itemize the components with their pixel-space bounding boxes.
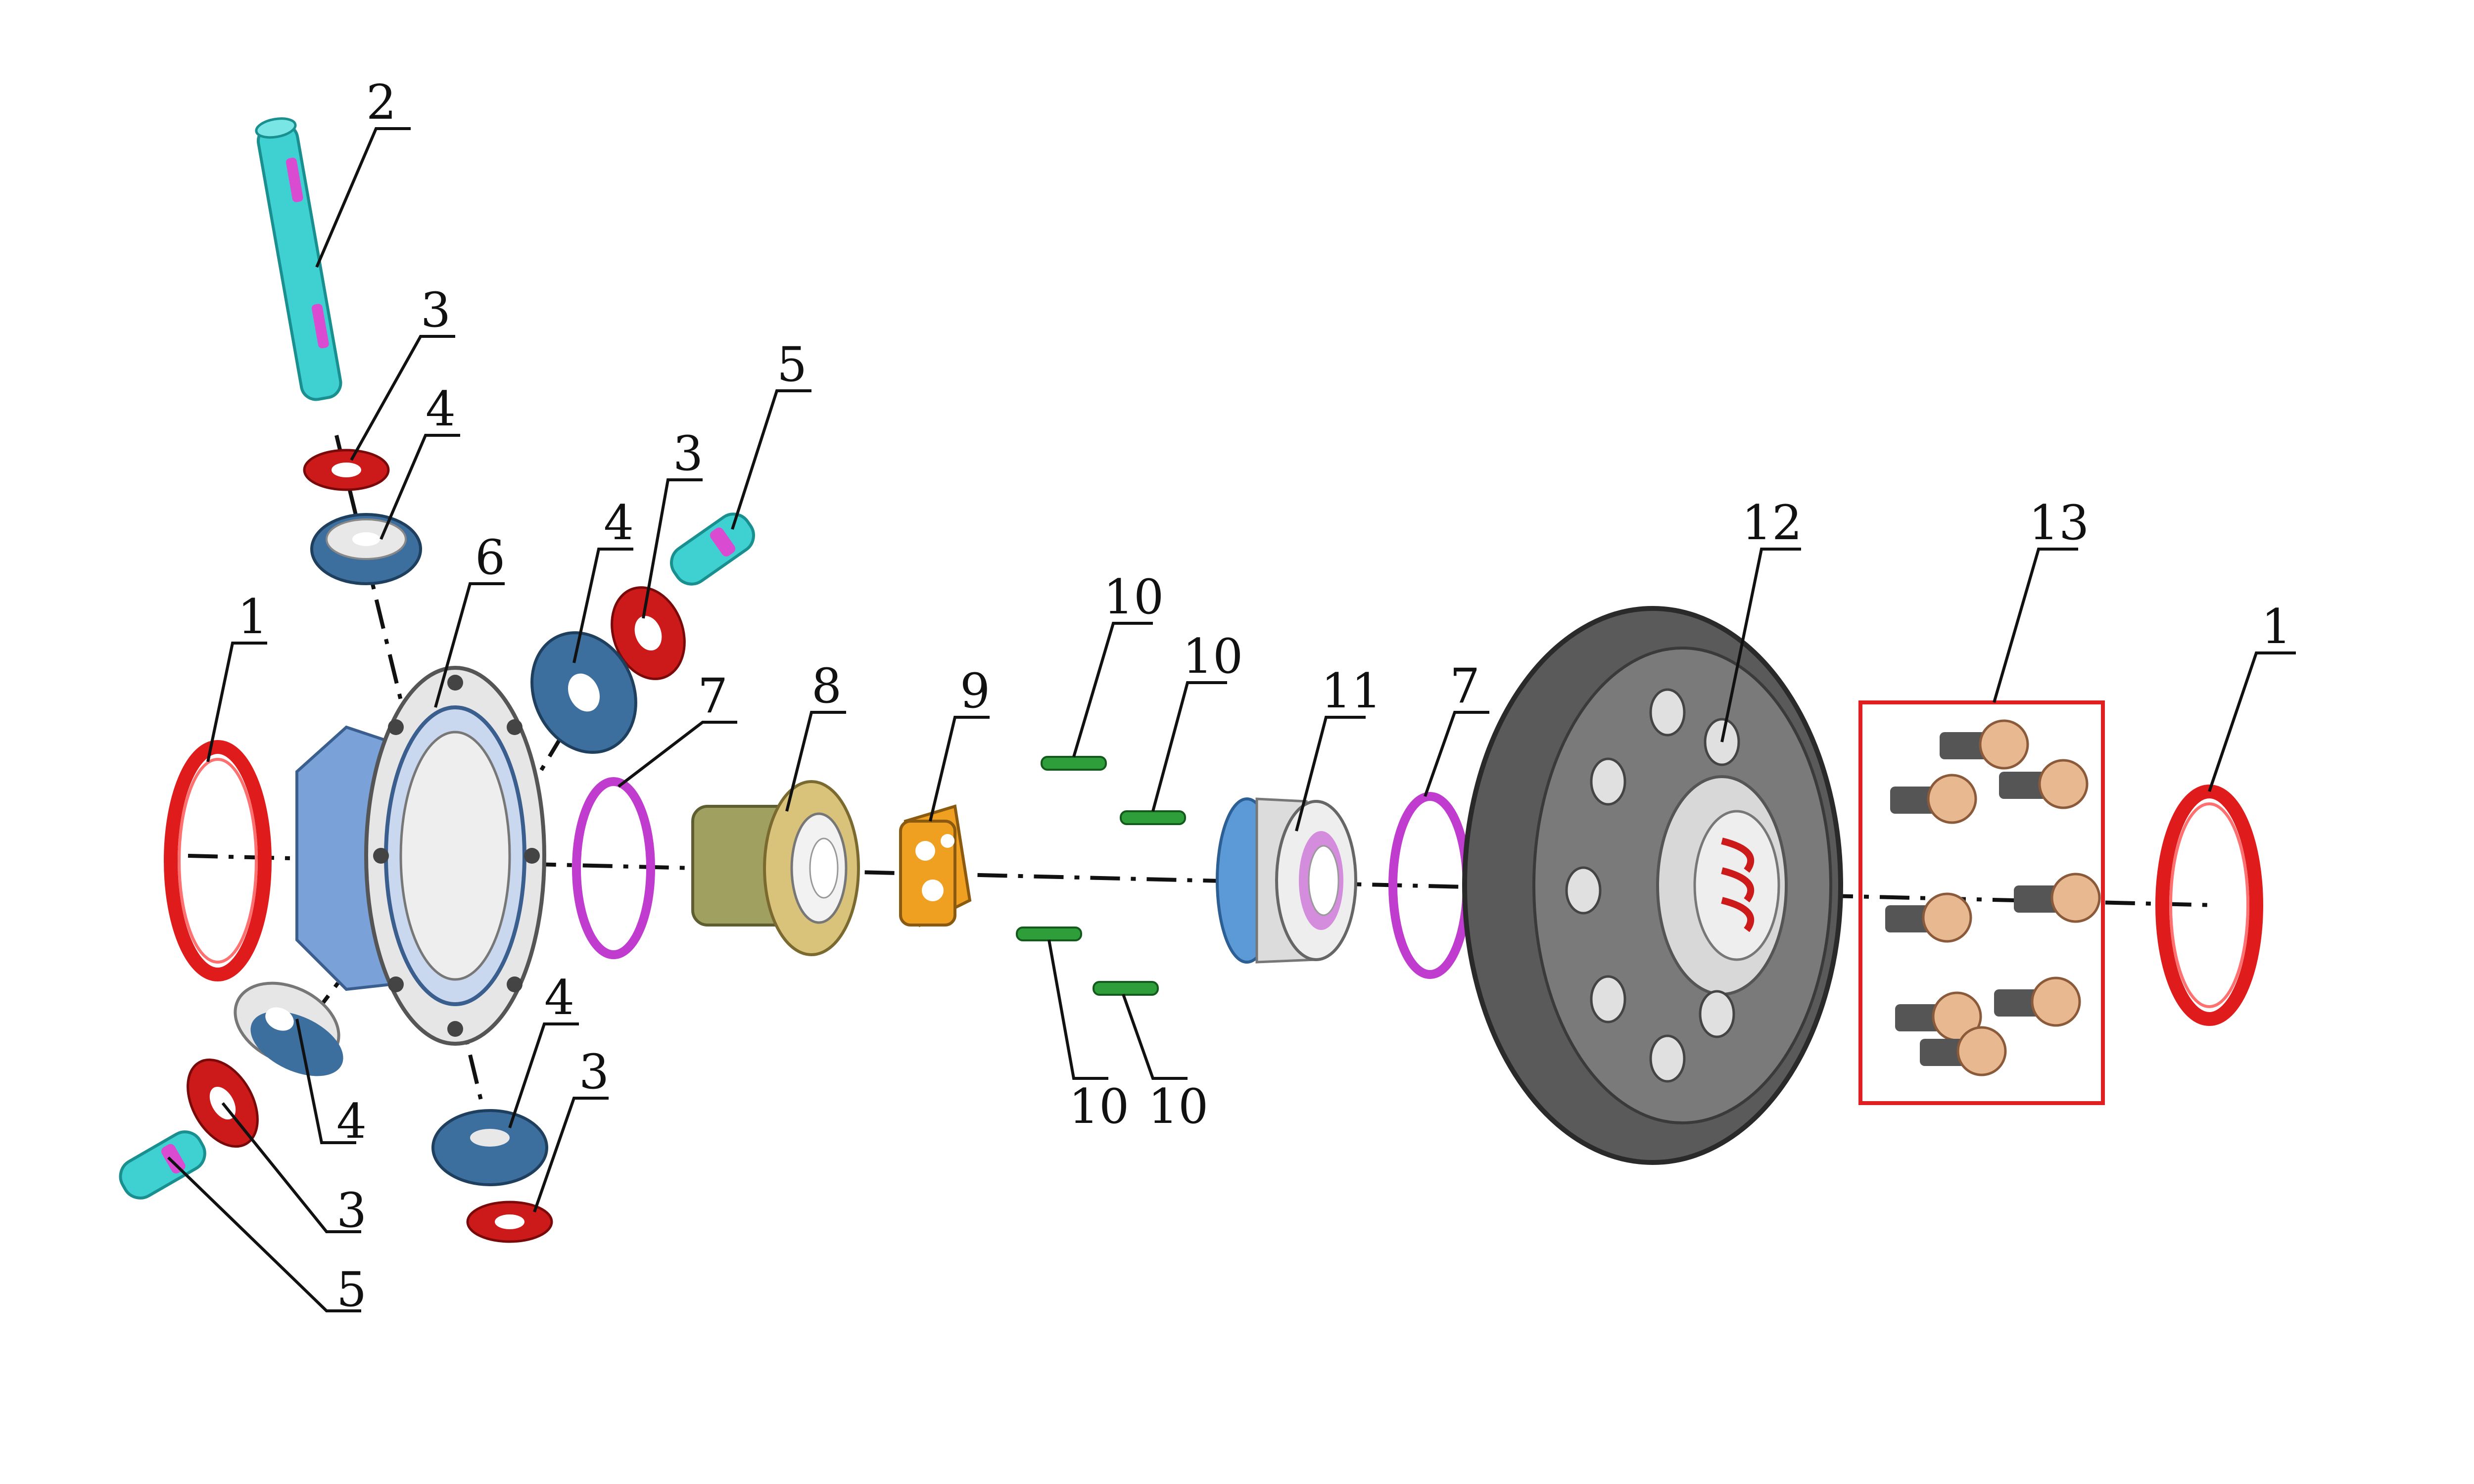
callout-3-top: 3 bbox=[421, 282, 451, 338]
callout-1-left: 1 bbox=[238, 589, 268, 645]
callout-4-top: 4 bbox=[426, 381, 456, 437]
cross-shaft bbox=[255, 117, 342, 401]
callout-3-lower-right: 3 bbox=[579, 1044, 609, 1100]
callout-10-b: 10 bbox=[1183, 629, 1243, 684]
thrust-washer-lower-right bbox=[466, 1201, 553, 1243]
thrust-washer-top bbox=[303, 449, 390, 491]
bolt-set bbox=[1858, 700, 2105, 1105]
hex-flange-bolt-icon bbox=[2014, 873, 2101, 923]
side-bearing bbox=[1216, 797, 1357, 964]
callout-5-top: 5 bbox=[777, 337, 807, 392]
dowel-pin-c bbox=[1016, 927, 1082, 941]
side-gear bbox=[691, 780, 860, 956]
differential-case bbox=[295, 666, 546, 1046]
spacer-ring-left bbox=[572, 777, 655, 959]
callout-5-bottom: 5 bbox=[336, 1262, 367, 1317]
pinion-gear-lower-right bbox=[431, 1109, 548, 1186]
callout-1-right: 1 bbox=[2261, 599, 2291, 654]
callout-3-mid: 3 bbox=[673, 426, 703, 481]
callout-10-d: 10 bbox=[1148, 1079, 1208, 1134]
hex-flange-bolt-icon bbox=[1920, 1026, 2007, 1076]
dowel-pin-b bbox=[1120, 810, 1186, 825]
callout-2: 2 bbox=[366, 75, 396, 130]
callout-7-left: 7 bbox=[698, 668, 728, 724]
callout-10-a: 10 bbox=[1103, 569, 1164, 625]
hex-flange-bolt-icon bbox=[1940, 719, 2029, 770]
pinion-gear-top bbox=[310, 513, 422, 585]
pinion-gear-lower-left bbox=[234, 981, 343, 1076]
cross-block bbox=[899, 804, 972, 928]
hex-flange-bolt-icon bbox=[1890, 774, 1977, 824]
callout-6: 6 bbox=[475, 530, 505, 585]
callout-7-right: 7 bbox=[1450, 658, 1480, 714]
callout-4-lower-right: 4 bbox=[544, 970, 574, 1025]
hex-flange-bolt-icon bbox=[1994, 976, 2081, 1027]
callout-4-lower-left: 4 bbox=[336, 1094, 367, 1149]
callout-8: 8 bbox=[811, 658, 842, 714]
dowel-pin-a bbox=[1041, 756, 1107, 771]
callout-9: 9 bbox=[960, 663, 990, 719]
callout-12: 12 bbox=[1742, 495, 1802, 551]
thrust-washer-mid bbox=[611, 586, 686, 680]
bolt-set-highlight-box bbox=[1858, 700, 2105, 1105]
dowel-pin-d bbox=[1093, 981, 1159, 996]
pinion-shaft-bottom bbox=[119, 1130, 206, 1200]
ring-gear bbox=[1462, 606, 1843, 1165]
leader-lines bbox=[167, 127, 2296, 1312]
pinion-shaft-top bbox=[670, 512, 755, 586]
callout-13: 13 bbox=[2029, 495, 2089, 551]
callout-4-mid: 4 bbox=[604, 495, 634, 551]
callout-3-lower-left: 3 bbox=[336, 1183, 367, 1238]
hex-flange-bolt-icon bbox=[1895, 991, 1982, 1042]
callouts: 1 2 3 4 3 4 5 6 7 8 9 10 10 10 10 11 7 1… bbox=[238, 75, 2291, 1317]
hex-flange-bolt-icon bbox=[1999, 759, 2089, 809]
hex-flange-bolt-icon bbox=[1885, 892, 1972, 943]
snap-ring-left bbox=[164, 740, 272, 981]
callout-10-c: 10 bbox=[1069, 1079, 1129, 1134]
pinion-gear-mid bbox=[530, 631, 637, 754]
callout-11: 11 bbox=[1321, 663, 1381, 719]
